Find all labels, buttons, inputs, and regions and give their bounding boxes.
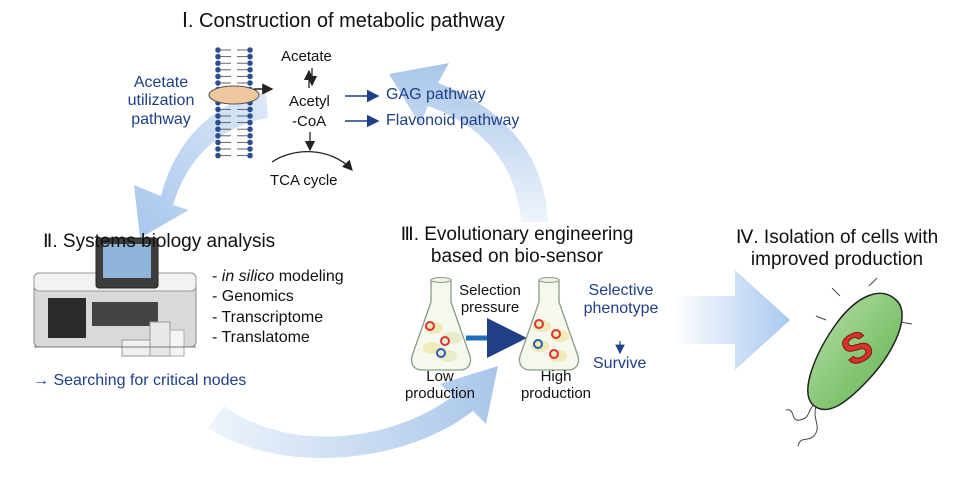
list-bullet: - (212, 329, 222, 347)
section-3-title-line: based on bio-sensor (430, 245, 604, 267)
cycle-arrow-3-to-1 (389, 63, 548, 222)
section-1-title: Ⅰ. Construction of metabolic pathway (182, 10, 505, 32)
lipid-head (247, 53, 253, 60)
lipid-head (247, 67, 253, 73)
lipid-head (215, 113, 221, 119)
lipid-head (247, 139, 253, 146)
lipid-head (215, 73, 221, 80)
lipid-head (215, 106, 221, 113)
acetate-utilization-line: Acetate (133, 74, 189, 91)
omics-list-item: - Genomics (212, 288, 344, 306)
list-bullet: - (212, 268, 222, 285)
lipid-head (247, 106, 253, 113)
lipid-head (215, 80, 221, 86)
coa-label: -CoA (292, 113, 327, 130)
lipid-head (215, 67, 221, 73)
lipid-head (247, 113, 253, 119)
selective-label: Selective (588, 282, 654, 299)
section-3-title: Ⅲ. Evolutionary engineering based on bio… (372, 224, 662, 268)
acetate-utilization-label: Acetate utilization pathway (116, 74, 206, 129)
high-label: High (540, 368, 572, 385)
list-item-suffix: modeling (274, 268, 344, 285)
production-label: production (404, 385, 476, 403)
omics-list-item: - Transcriptome (212, 309, 344, 327)
section-3-title-line: Ⅲ. Evolutionary engineering (400, 224, 634, 245)
flask-icon-high (518, 277, 580, 371)
tca-cycle-arc (271, 151, 353, 171)
critical-nodes-label: → Searching for critical nodes (33, 372, 247, 389)
arrow-to-section-4 (672, 270, 790, 370)
section-4-title-line: Ⅳ. Isolation of cells with (735, 227, 939, 248)
list-bullet: - (212, 308, 222, 326)
lipid-head (215, 119, 221, 126)
lipid-head (247, 119, 253, 126)
pressure-label: pressure (460, 299, 520, 317)
transporter-icon (208, 85, 260, 105)
sequencer-icon (33, 237, 197, 357)
lipid-head (247, 60, 253, 66)
section-4-title-line: improved production (750, 248, 924, 270)
selective-phenotype-label: Selective phenotype (573, 282, 669, 319)
tca-cycle-label: TCA cycle (270, 172, 338, 189)
lipid-head (247, 47, 253, 53)
low-label: Low (426, 368, 454, 385)
acetate-utilization-line: pathway (131, 110, 191, 128)
flavonoid-pathway-label: Flavonoid pathway (386, 112, 520, 129)
selection-label: Selection (459, 282, 521, 299)
phenotype-label: phenotype (583, 300, 659, 318)
section-2-title: Ⅱ. Systems biology analysis (43, 231, 276, 252)
lipid-head (247, 126, 253, 132)
lipid-head (247, 152, 253, 159)
flask-icon-low (410, 277, 472, 371)
acetyl-label: Acetyl (289, 93, 330, 110)
list-bullet: - (212, 288, 222, 306)
lipid-head (247, 133, 253, 139)
high-production-label: High production (510, 368, 602, 403)
lipid-head (247, 80, 253, 86)
lipid-head (215, 146, 221, 152)
list-item-text: Genomics (221, 288, 294, 306)
lipid-head (215, 133, 221, 139)
lipid-head (215, 47, 221, 53)
omics-list: - in silico modeling- Genomics- Transcri… (212, 268, 344, 350)
survive-label: Survive (593, 355, 647, 372)
section-4-title: Ⅳ. Isolation of cells with improved prod… (706, 227, 968, 271)
acetate-utilization-line: utilization (127, 92, 195, 110)
low-production-label: Low production (394, 368, 486, 403)
list-item-text: Transcriptome (221, 308, 324, 326)
lipid-head (215, 53, 221, 60)
bacterium-icon: S (785, 277, 913, 447)
omics-list-item: - Translatome (212, 329, 344, 347)
omics-list-item: - in silico modeling (212, 268, 344, 286)
lipid-head (247, 73, 253, 80)
lipid-head (215, 152, 221, 159)
list-item-text: in silico (221, 268, 275, 285)
lipid-head (247, 146, 253, 152)
cycle-arrow-1-to-2 (134, 92, 268, 238)
selection-pressure-label: Selection pressure (448, 282, 532, 317)
lipid-head (215, 139, 221, 146)
cycle-arrow-2-to-3 (208, 366, 498, 458)
lipid-head (215, 60, 221, 66)
acetate-label: Acetate (281, 48, 332, 65)
production-label: production (520, 385, 592, 403)
lipid-head (215, 126, 221, 132)
gag-pathway-label: GAG pathway (386, 86, 486, 103)
list-item-text: Translatome (221, 329, 310, 347)
